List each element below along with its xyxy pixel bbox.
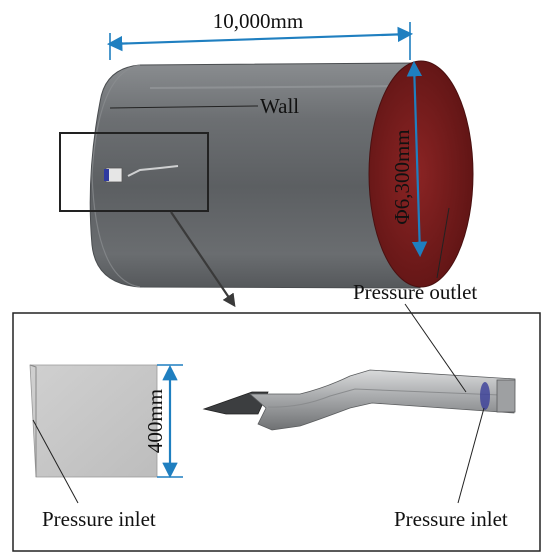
length-dimension: 10,000mm xyxy=(106,9,414,60)
wall-callout: Wall xyxy=(109,94,299,118)
cylinder-back-rim xyxy=(91,64,141,288)
pressure-inlet-right-label: Pressure inlet xyxy=(394,507,508,531)
zoom-indicator xyxy=(59,132,236,308)
length-arrow xyxy=(106,26,414,52)
diameter-label: Φ6,300mm xyxy=(390,129,414,224)
length-label: 10,000mm xyxy=(213,9,303,33)
wall-leader xyxy=(109,105,259,109)
cylinder-domain xyxy=(89,60,474,289)
inlet-box-face xyxy=(29,364,158,478)
zoom-rectangle xyxy=(59,132,209,212)
zoom-arrow xyxy=(170,211,236,308)
wall-label: Wall xyxy=(260,94,299,118)
inlet-right-leader xyxy=(457,407,485,504)
nozzle-pipe-detail xyxy=(202,369,516,431)
inlet-callout-right: Pressure inlet xyxy=(394,407,508,531)
diameter-dimension: Φ6,300mm xyxy=(390,60,428,258)
small-pipe xyxy=(127,165,179,177)
inlet-left-leader xyxy=(32,419,79,504)
pressure-inlet-left-label: Pressure inlet xyxy=(42,507,156,531)
nozzle-seam xyxy=(267,388,501,408)
cylinder-highlight xyxy=(149,85,411,89)
nozzle-inlet-face xyxy=(480,382,490,410)
nozzle-end-cap xyxy=(496,379,516,413)
small-inlet-face xyxy=(104,169,109,181)
outlet-leader xyxy=(436,207,450,279)
inlet-height-label: 400mm xyxy=(143,389,167,453)
small-inlet-assembly xyxy=(104,165,179,183)
inlet-box-edge xyxy=(29,364,37,477)
outlet-callout: Pressure outlet xyxy=(353,207,477,304)
cylinder-body xyxy=(89,62,421,289)
inlet-box-detail: 400mm xyxy=(29,364,183,479)
pressure-outlet-label: Pressure outlet xyxy=(353,280,477,304)
nozzle-body xyxy=(248,369,516,431)
inlet-callout-left: Pressure inlet xyxy=(32,419,156,531)
outlet-to-pipe-leader xyxy=(404,303,467,393)
diameter-arrow xyxy=(406,60,428,258)
